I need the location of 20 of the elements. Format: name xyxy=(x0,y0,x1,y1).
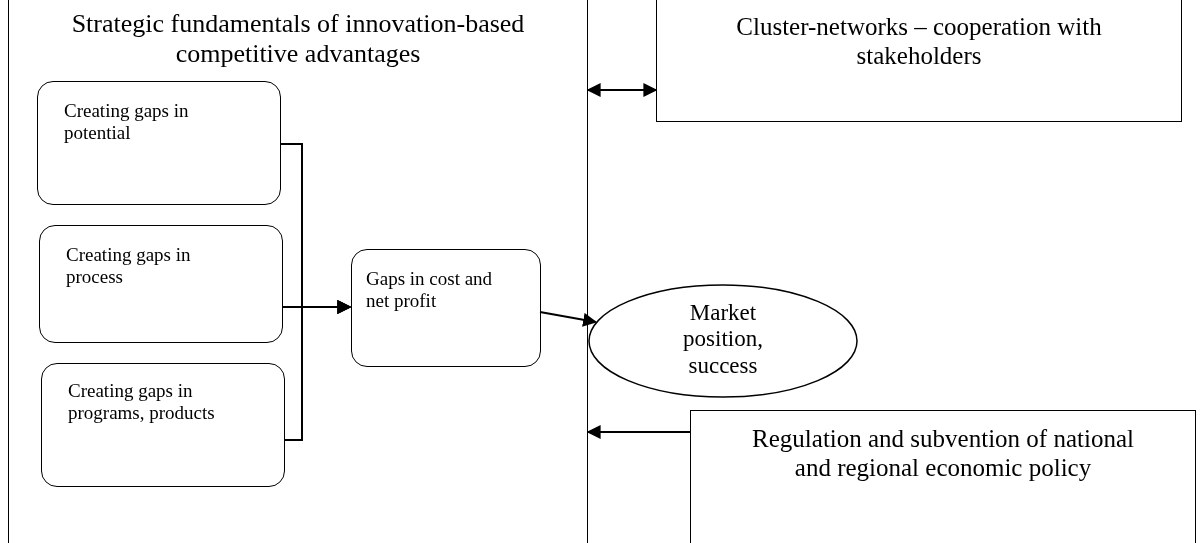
box-label: Creating gaps in potential xyxy=(64,100,190,144)
arrow xyxy=(586,83,658,97)
box-label: Creating gaps in programs, products xyxy=(68,380,216,424)
box-label: Creating gaps in process xyxy=(66,244,192,288)
container-title: Strategic fundamentals of innovation-based competitive advantages xyxy=(70,9,526,69)
box-label: Market position, success xyxy=(682,300,764,380)
process-box xyxy=(351,249,541,367)
ellipse-node xyxy=(588,284,858,398)
process-box xyxy=(41,363,285,487)
box-label: Gaps in cost and net profit xyxy=(366,268,494,312)
process-box xyxy=(37,81,281,205)
process-box xyxy=(690,410,1196,543)
box-label: Cluster-networks – cooperation with stakeholders xyxy=(735,13,1103,71)
box-label: Regulation and subvention of national and regional economic policy xyxy=(751,425,1135,483)
process-box xyxy=(656,0,1182,122)
container-box xyxy=(8,0,588,543)
arrow xyxy=(283,300,352,441)
arrow xyxy=(586,425,691,439)
process-box xyxy=(39,225,283,343)
arrow xyxy=(539,311,598,327)
